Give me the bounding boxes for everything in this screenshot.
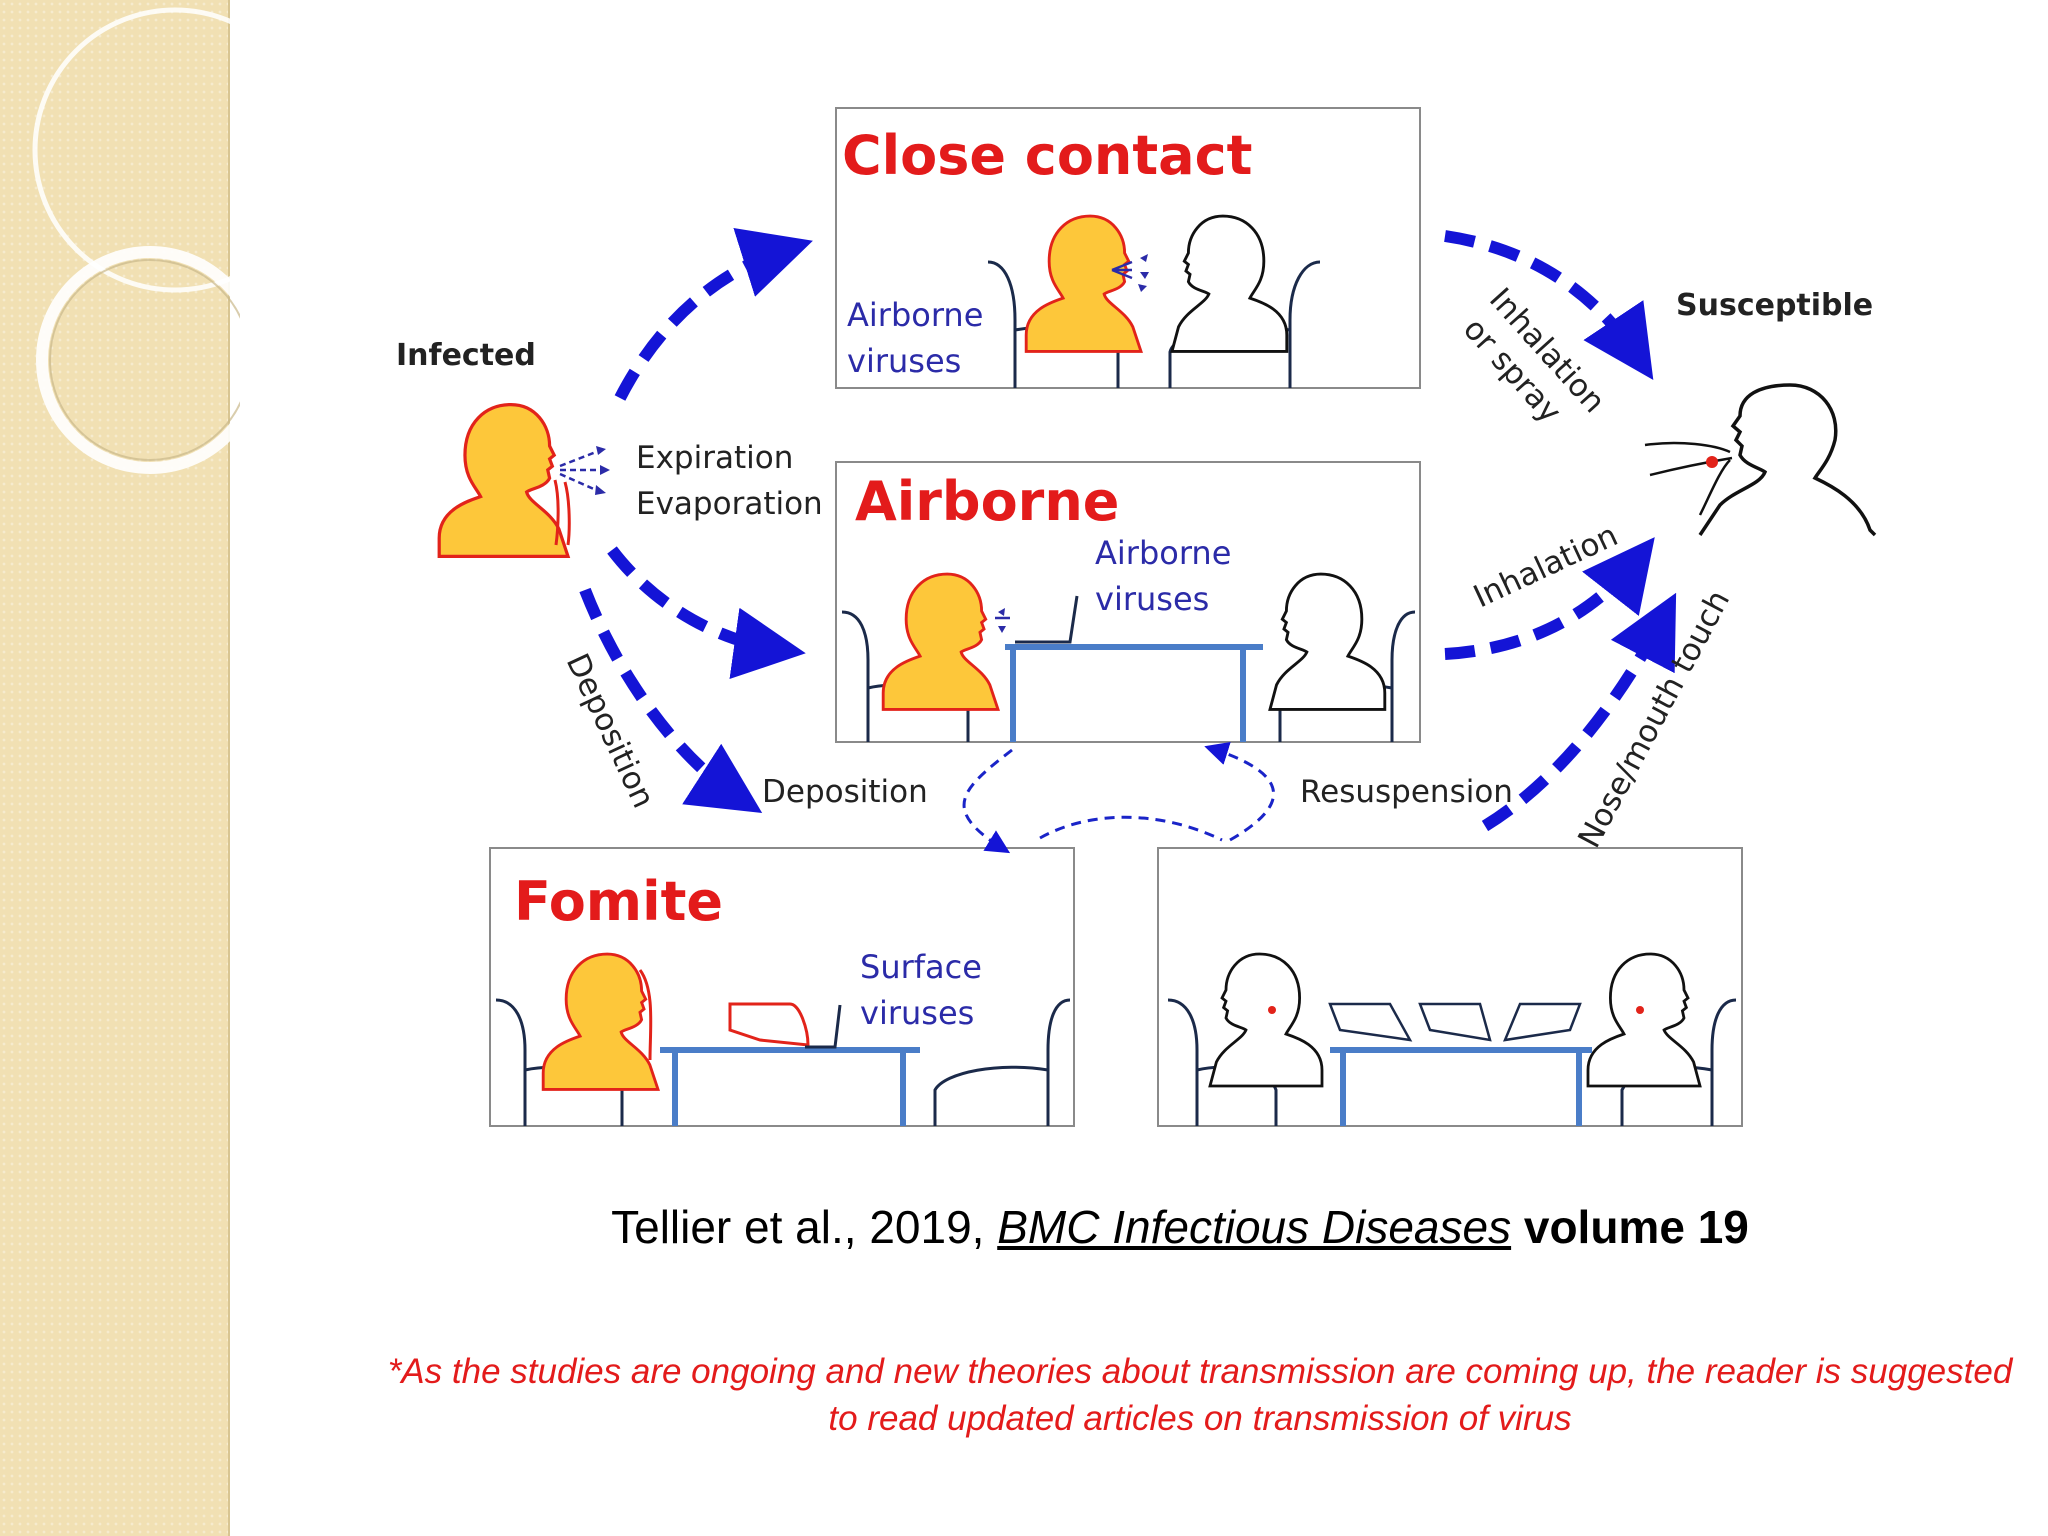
- citation-journal[interactable]: BMC Infectious Diseases: [997, 1201, 1512, 1253]
- arrow-link-small: [1039, 815, 1223, 842]
- citation-volume: volume 19: [1523, 1201, 1749, 1253]
- close-contact-panel: Close contact Airborne viruses: [835, 107, 1421, 389]
- deposition-rotated-label: Deposition: [559, 648, 662, 813]
- arrow-to-close-contact: [614, 228, 813, 401]
- disclaimer-note: *As the studies are ongoing and new theo…: [387, 1352, 2013, 1439]
- citation-prefix: Tellier et al., 2019,: [611, 1201, 998, 1253]
- citation: Tellier et al., 2019, BMC Infectious Dis…: [300, 1200, 2048, 1254]
- arrows: [579, 228, 1677, 832]
- susceptible-label: Susceptible: [1676, 288, 1873, 323]
- airborne-title: Airborne: [855, 470, 1119, 533]
- susceptible-head-icon: [1644, 383, 1877, 537]
- deposition-label: Deposition: [762, 774, 928, 810]
- decorative-rings: [32, 7, 240, 474]
- fomite-title: Fomite: [514, 870, 723, 933]
- fomite-sub1: Surface: [860, 948, 982, 986]
- arrow-to-fomite: [579, 587, 763, 814]
- airborne-sub1: Airborne: [1095, 534, 1231, 572]
- arrow-to-airborne: [607, 546, 806, 680]
- close-contact-sub1: Airborne: [847, 296, 983, 334]
- arrow-nose-mouth: [1481, 592, 1677, 832]
- small-arrows: [962, 741, 1276, 854]
- infected-head-icon: [437, 402, 610, 559]
- airborne-sub2: viruses: [1095, 580, 1209, 618]
- fomite-sub2: viruses: [860, 994, 974, 1032]
- infected-label: Infected: [396, 338, 536, 373]
- expiration-label: Expiration: [636, 440, 793, 476]
- close-contact-title: Close contact: [842, 124, 1252, 187]
- arrow-inhalation-spray: [1444, 230, 1654, 380]
- resuspension-label: Resuspension: [1300, 774, 1513, 810]
- arrow-inhalation: [1444, 537, 1655, 660]
- airborne-panel: Airborne Airborne viruses: [835, 461, 1421, 743]
- evaporation-label: Evaporation: [636, 486, 823, 522]
- arrow-deposition-small: [962, 748, 1013, 854]
- fomite-panel: Fomite Surface viruses: [489, 847, 1075, 1127]
- close-contact-sub2: viruses: [847, 342, 961, 380]
- resuspension-panel: [1157, 847, 1743, 1127]
- arrow-resuspension-small: [1204, 741, 1276, 842]
- sidebar-divider: [228, 0, 230, 1536]
